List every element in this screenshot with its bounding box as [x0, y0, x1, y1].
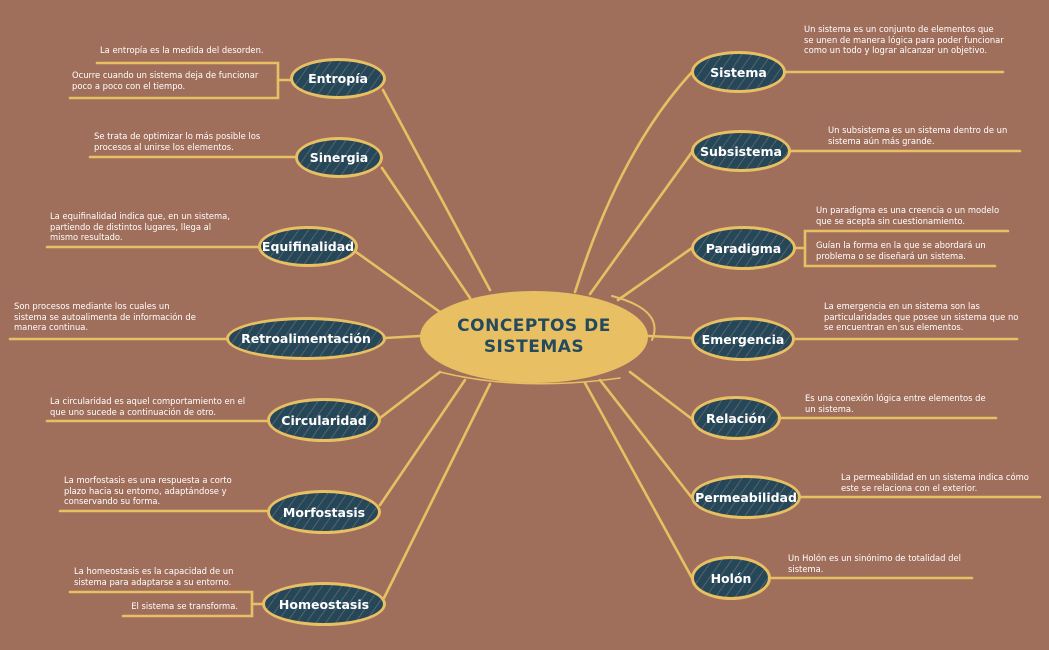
central-topic-line1: CONCEPTOS DE — [457, 316, 611, 336]
desc-entropia-2: Ocurre cuando un sistema deja de funcion… — [72, 70, 259, 91]
spoke-circularidad — [378, 370, 442, 420]
desc-paradigma-1: Un paradigma es una creencia o un modelo… — [816, 205, 1000, 226]
node-label: Entropía — [308, 71, 368, 86]
node-subsistema[interactable]: Subsistema — [691, 130, 791, 172]
spoke-homeostasis — [382, 382, 492, 600]
node-retroalimentacion[interactable]: Retroalimentación — [226, 317, 386, 360]
node-label: Holón — [710, 570, 752, 586]
desc-morfostasis: La morfostasis es una respuesta a corto … — [64, 475, 232, 507]
node-label: Permeabilidad — [695, 489, 797, 505]
node-label: Emergencia — [701, 331, 785, 347]
node-label: Circularidad — [281, 412, 367, 428]
desc-retroalimentacion: Son procesos mediante los cuales un sist… — [14, 301, 196, 333]
spoke-entropia — [381, 88, 492, 292]
desc-permeabilidad: La permeabilidad en un sistema indica có… — [841, 472, 1029, 493]
desc-relacion: Es una conexión lógica entre elementos d… — [805, 393, 986, 414]
node-sinergia[interactable]: Sinergia — [295, 137, 383, 178]
node-holon[interactable]: Holón — [691, 556, 771, 600]
node-label: Sistema — [710, 64, 767, 80]
spoke-paradigma — [616, 246, 694, 302]
node-label: Morfostasis — [282, 504, 366, 520]
desc-homeostasis-1: La homeostasis es la capacidad de un sis… — [74, 566, 234, 587]
desc-emergencia: La emergencia en un sistema son las part… — [824, 301, 1019, 333]
spoke-relacion — [628, 370, 694, 421]
desc-paradigma-2: Guían la forma en la que se abordará un … — [816, 240, 986, 261]
desc-sistema: Un sistema es un conjunto de elementos q… — [804, 24, 1004, 56]
spoke-sinergia — [380, 166, 472, 300]
spoke-retroalimentacion — [383, 334, 422, 340]
spoke-subsistema — [588, 150, 694, 296]
node-label: Subsistema — [700, 143, 782, 159]
desc-entropia-1: La entropía es la medida del desorden. — [100, 45, 264, 55]
node-label: Paradigma — [705, 240, 782, 256]
node-equifinalidad[interactable]: Equifinalidad — [258, 226, 358, 267]
desc-equifinalidad: La equifinalidad indica que, en un siste… — [50, 211, 230, 243]
node-paradigma[interactable]: Paradigma — [691, 226, 796, 270]
node-permeabilidad[interactable]: Permeabilidad — [691, 475, 801, 519]
spoke-equifinalidad — [354, 250, 442, 314]
desc-holon: Un Holón es un sinónimo de totalidad del… — [788, 553, 961, 574]
node-sistema[interactable]: Sistema — [691, 51, 786, 93]
spoke-sistema — [573, 70, 694, 294]
node-label: Equifinalidad — [261, 239, 355, 254]
node-emergencia[interactable]: Emergencia — [691, 317, 795, 361]
desc-subsistema: Un subsistema es un sistema dentro de un… — [828, 125, 1008, 146]
spoke-holon — [583, 381, 694, 580]
node-label: Homeostasis — [278, 596, 370, 612]
spoke-permeabilidad — [598, 378, 694, 500]
node-entropia[interactable]: Entropía — [290, 58, 386, 99]
central-topic[interactable]: CONCEPTOS DE SISTEMAS — [420, 291, 648, 383]
node-circularidad[interactable]: Circularidad — [267, 398, 381, 442]
spoke-emergencia — [646, 334, 694, 340]
desc-circularidad: La circularidad es aquel comportamiento … — [50, 396, 246, 417]
node-label: Retroalimentación — [241, 331, 371, 346]
node-label: Relación — [705, 410, 766, 426]
node-morfostasis[interactable]: Morfostasis — [267, 490, 381, 534]
node-label: Sinergia — [309, 150, 369, 165]
spoke-morfostasis — [378, 378, 467, 507]
central-topic-line2: SISTEMAS — [483, 337, 585, 357]
node-relacion[interactable]: Relación — [691, 396, 781, 440]
node-homeostasis[interactable]: Homeostasis — [262, 582, 386, 626]
desc-sinergia: Se trata de optimizar lo más posible los… — [94, 131, 261, 152]
desc-homeostasis-2: El sistema se transforma. — [131, 601, 238, 611]
